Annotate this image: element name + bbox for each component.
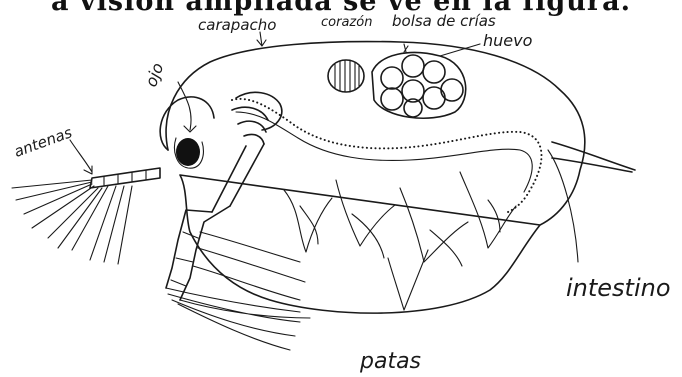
label-corazon: corazón [321, 15, 372, 30]
label-antenas: antenas [12, 123, 75, 161]
intestine-dots [232, 99, 541, 212]
legs [284, 172, 516, 266]
label-bolsa-de-crias: bolsa de crías [392, 12, 496, 30]
carapace-outline [166, 42, 585, 314]
label-ojo: ojo [141, 60, 167, 89]
brood-pouch [372, 53, 466, 119]
first-antennae [12, 168, 160, 264]
antenna-base [212, 92, 282, 212]
label-carapacho: carapacho [198, 16, 276, 34]
second-antenna [166, 206, 310, 350]
label-intestino: intestino [566, 274, 671, 302]
intestine-line [236, 112, 532, 192]
eye [176, 138, 200, 166]
label-patas: patas [359, 349, 421, 374]
tail-spine [552, 142, 635, 172]
label-huevo: huevo [483, 31, 533, 50]
heart [328, 60, 364, 92]
